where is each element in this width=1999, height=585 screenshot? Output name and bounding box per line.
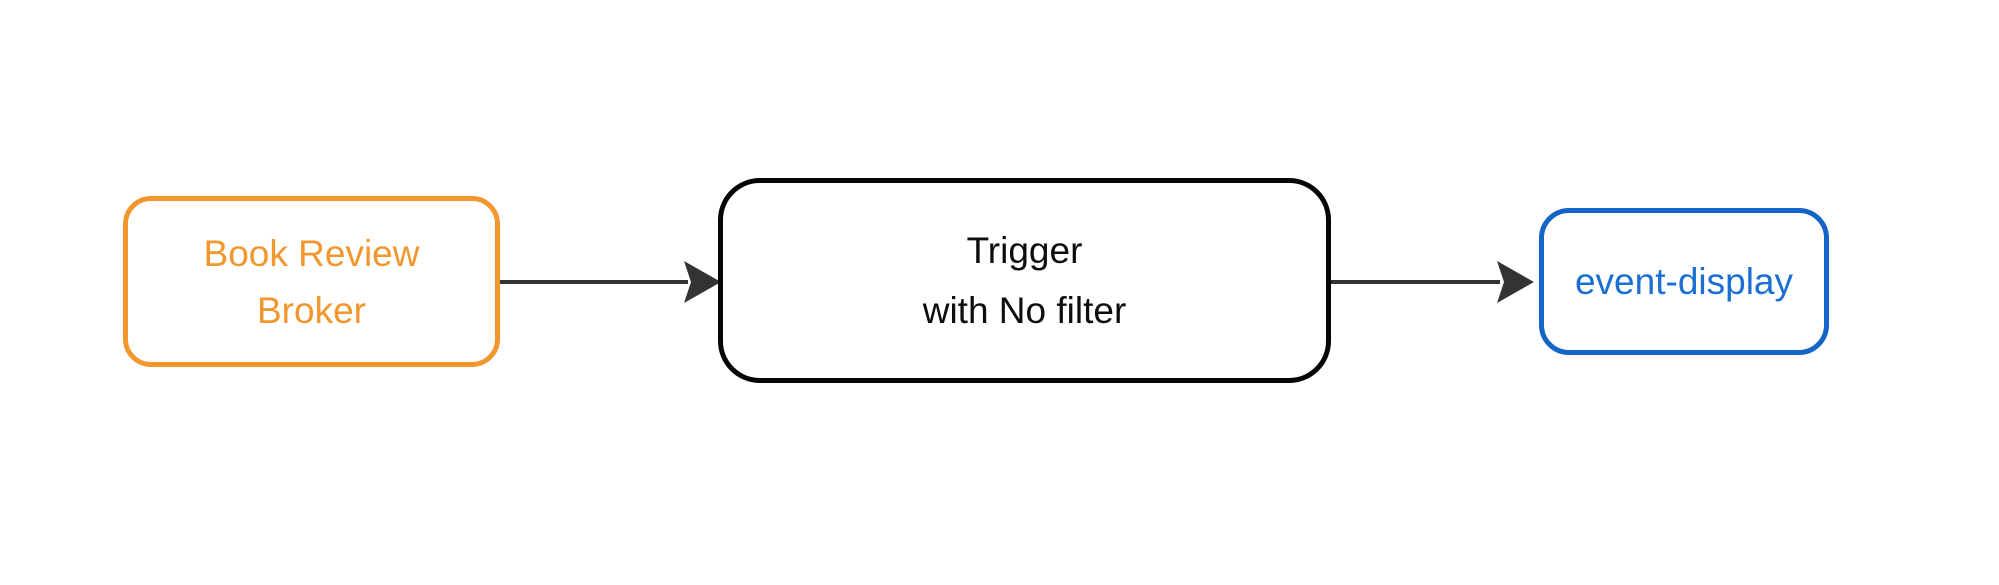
edge-broker-to-trigger bbox=[500, 261, 721, 303]
node-trigger-label-line2: with No filter bbox=[922, 289, 1127, 331]
arrowhead-icon bbox=[684, 261, 721, 303]
arrowhead-icon bbox=[1497, 261, 1534, 303]
node-broker-label-line2: Broker bbox=[257, 289, 366, 331]
edge-trigger-to-sink bbox=[1331, 261, 1534, 303]
node-broker-label-line1: Book Review bbox=[203, 232, 420, 274]
node-broker: Book Review Broker bbox=[123, 196, 500, 367]
node-trigger: Trigger with No filter bbox=[718, 178, 1331, 383]
node-event-display: event-display bbox=[1539, 208, 1829, 355]
node-event-display-label: event-display bbox=[1574, 261, 1793, 302]
node-trigger-label-line1: Trigger bbox=[966, 229, 1083, 271]
